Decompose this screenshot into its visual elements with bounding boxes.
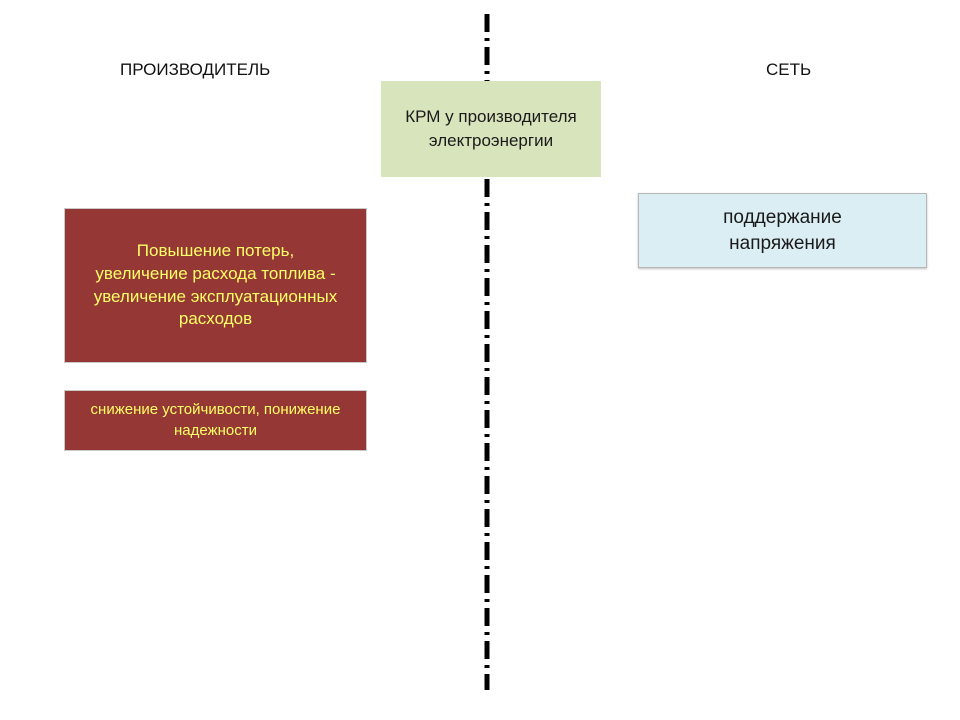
- divider-dash-8: [484, 278, 490, 296]
- divider-dot-7: [484, 269, 490, 272]
- divider-dash-20: [484, 674, 490, 690]
- divider-dot-13: [484, 467, 490, 470]
- divider-dash-15: [484, 509, 490, 527]
- divider-dot-17: [484, 599, 490, 602]
- divider-dash-12: [484, 410, 490, 428]
- voltage-support-label: поддержание напряжения: [723, 206, 842, 254]
- divider-dot-19: [484, 665, 490, 668]
- divider-dash-14: [484, 476, 490, 494]
- krm-producer-box: КРМ у производителя электроэнергии: [381, 81, 601, 177]
- divider-dash-0: [484, 14, 490, 32]
- divider-dash-5: [484, 179, 490, 197]
- divider-dot-11: [484, 401, 490, 404]
- divider-dot-16: [484, 566, 490, 569]
- divider-dash-16: [484, 542, 490, 560]
- divider-dot-12: [484, 434, 490, 437]
- divider-dash-17: [484, 575, 490, 593]
- divider-dash-13: [484, 443, 490, 461]
- grid-heading: СЕТЬ: [766, 60, 812, 79]
- divider-dash-10: [484, 344, 490, 362]
- losses-increase-label: Повышение потерь, увеличение расхода топ…: [93, 240, 338, 329]
- divider-dash-19: [484, 641, 490, 659]
- divider-dash-1: [484, 47, 490, 65]
- krm-producer-label: КРМ у производителя электроэнергии: [405, 107, 577, 150]
- divider-dot-9: [484, 335, 490, 338]
- divider-dash-6: [484, 212, 490, 230]
- divider-dot-6: [484, 236, 490, 239]
- divider-dash-18: [484, 608, 490, 626]
- divider-dot-8: [484, 302, 490, 305]
- divider-dot-14: [484, 500, 490, 503]
- stability-decrease-box: снижение устойчивости, понижение надежно…: [64, 390, 367, 451]
- producer-heading: ПРОИЗВОДИТЕЛЬ: [120, 60, 271, 79]
- divider-dot-1: [484, 71, 490, 74]
- divider-dash-7: [484, 245, 490, 263]
- voltage-support-box: поддержание напряжения: [638, 193, 927, 268]
- stability-decrease-label: снижение устойчивости, понижение надежно…: [90, 401, 341, 439]
- divider-dash-11: [484, 377, 490, 395]
- divider-dot-18: [484, 632, 490, 635]
- divider-dot-5: [484, 203, 490, 206]
- divider-dot-10: [484, 368, 490, 371]
- divider-dot-15: [484, 533, 490, 536]
- losses-increase-box: Повышение потерь, увеличение расхода топ…: [64, 208, 367, 363]
- divider-dash-9: [484, 311, 490, 329]
- divider-dot-0: [484, 38, 490, 41]
